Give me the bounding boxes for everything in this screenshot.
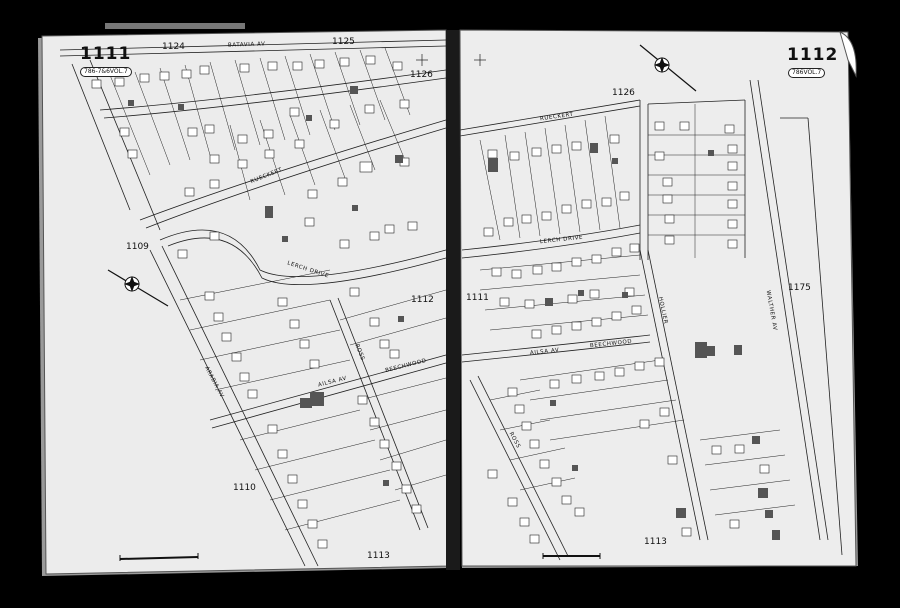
adjoining-map-number: 1112 [411, 295, 434, 305]
right-buildings [483, 121, 770, 544]
adjoining-map-number: 1111 [466, 293, 489, 303]
volume-label-left: 786-7&6VOL.7 [80, 67, 132, 77]
adjoining-map-number: 1109 [126, 242, 149, 252]
left-shaded-buildings [128, 86, 404, 486]
sheet-number-left: 1111 [80, 44, 132, 64]
registration-marks [416, 54, 486, 66]
left-buildings [91, 55, 422, 549]
adjoining-map-number: 1126 [612, 88, 635, 98]
left-map-linework [59, 39, 447, 567]
adjoining-map-number: 1113 [367, 551, 390, 561]
adjoining-map-number: 1110 [233, 483, 256, 493]
sheet-number-right: 1112 [787, 45, 839, 65]
right-map-linework [460, 79, 843, 561]
binding-gutter [446, 30, 460, 570]
scale-bar-icon [119, 553, 199, 561]
adjoining-map-number: 1126 [410, 70, 433, 80]
adjoining-map-number: 1175 [788, 283, 811, 293]
adjoining-map-number: 1113 [644, 537, 667, 547]
compass-rose-icon [107, 269, 169, 307]
scale-bar-icon [542, 553, 601, 559]
compass-rose-icon [639, 44, 697, 92]
left-page [38, 23, 449, 576]
adjoining-map-number: 1125 [332, 37, 355, 47]
right-shaded-buildings [488, 143, 780, 540]
volume-label-right: 786VOL.7 [788, 68, 826, 78]
adjoining-map-number: 1124 [162, 42, 185, 52]
